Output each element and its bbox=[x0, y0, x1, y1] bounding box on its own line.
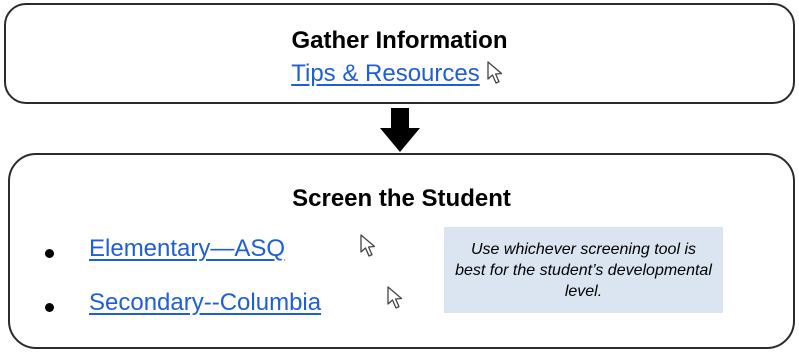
pointer-cursor-icon bbox=[487, 61, 502, 84]
secondary-columbia-link[interactable]: Secondary--Columbia bbox=[89, 289, 322, 316]
tips-resources-row: Tips & Resources bbox=[6, 60, 793, 88]
elementary-asq-link[interactable]: Elementary—ASQ bbox=[89, 235, 286, 262]
gather-information-title: Gather Information bbox=[291, 27, 508, 54]
screen-student-box: Screen the Student Elementary—ASQ Second… bbox=[8, 153, 795, 349]
bullet-icon bbox=[45, 249, 54, 258]
tips-resources-link[interactable]: Tips & Resources bbox=[291, 60, 480, 87]
bullet-icon bbox=[45, 303, 54, 312]
pointer-cursor-icon bbox=[387, 286, 403, 309]
pointer-cursor-icon bbox=[360, 234, 376, 257]
gather-information-box: Gather Information Tips & Resources bbox=[4, 3, 795, 104]
screening-tool-note: Use whichever screening tool is best for… bbox=[444, 227, 723, 313]
screen-student-title: Screen the Student bbox=[292, 185, 511, 212]
down-arrow-icon bbox=[380, 108, 420, 152]
